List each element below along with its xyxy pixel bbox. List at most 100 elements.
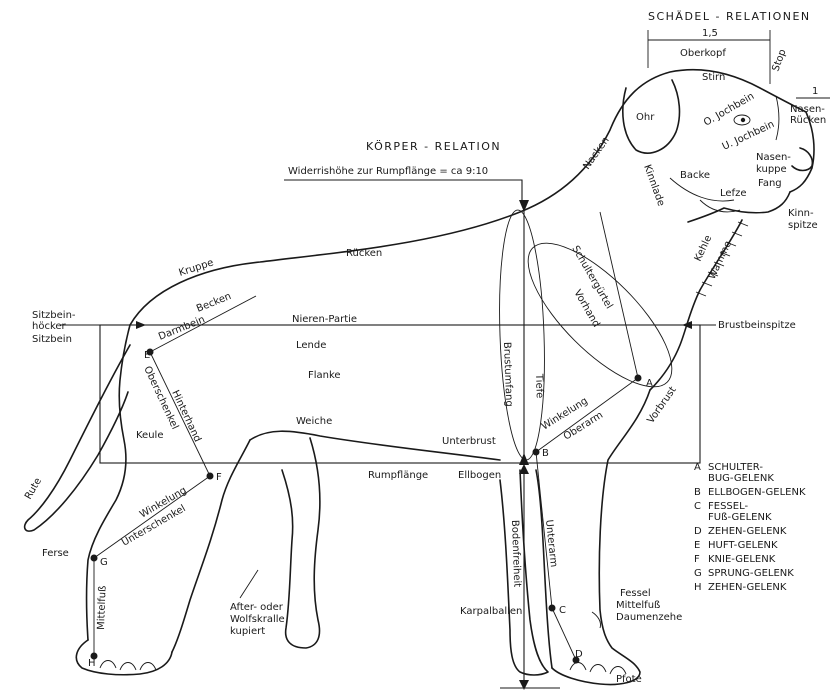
- label-fang: Fang: [758, 178, 782, 189]
- lower-thigh-line: [94, 476, 210, 558]
- withers-lead-line: [284, 180, 522, 204]
- label-line: Kinn-: [788, 208, 814, 219]
- label-brustumfang: Brustumfang: [501, 342, 514, 407]
- label-unterbrust: Unterbrust: [442, 436, 496, 447]
- legend-key: C: [694, 501, 701, 512]
- label-backe: Backe: [680, 170, 710, 181]
- label-pfote: Pfote: [616, 674, 642, 685]
- legend-key: F: [694, 554, 700, 565]
- legend-text: HUFT-GELENK: [708, 540, 778, 551]
- label-lefze: Lefze: [720, 188, 746, 199]
- label-mittelfuss-front: Mittelfuß: [616, 600, 660, 611]
- eye-pupil: [741, 118, 745, 122]
- point-g-label: G: [100, 557, 108, 568]
- label-sitzbein: Sitzbein: [32, 334, 72, 345]
- label-stirn: Stirn: [702, 72, 725, 83]
- label-flanke: Flanke: [308, 370, 341, 381]
- label-line: Rücken: [790, 115, 826, 126]
- skull-ratio-value: 1,5: [702, 28, 718, 39]
- legend-text: SCHULTER-: [708, 462, 763, 473]
- label-line: kuppe: [756, 164, 787, 175]
- withers-arrow-icon: [519, 200, 529, 212]
- legend-key: B: [694, 487, 701, 498]
- legend-text: KNIE-GELENK: [708, 554, 776, 565]
- joint-g-dot: [91, 555, 98, 562]
- label-keule: Keule: [136, 430, 163, 441]
- back-outline: [130, 70, 814, 325]
- label-nierenpartie: Nieren-Partie: [292, 314, 357, 325]
- label-line: Nasen-: [756, 152, 791, 163]
- ground-up-arrow-icon: [519, 464, 529, 474]
- legend-key: E: [694, 540, 700, 551]
- label-ferse: Ferse: [42, 548, 69, 559]
- label-nasenruecken: Nasen-Rücken: [790, 104, 826, 126]
- label-oberkopf: Oberkopf: [680, 48, 726, 59]
- muzzle-ratio-value: 1: [812, 86, 818, 97]
- legend-text: ELLBOGEN-GELENK: [708, 487, 806, 498]
- joint-b-dot: [533, 449, 540, 456]
- dew-claw: [592, 612, 601, 628]
- label-line: höcker: [32, 321, 67, 332]
- joint-f-dot: [207, 473, 214, 480]
- label-line: kupiert: [230, 626, 265, 637]
- forehead-line: [776, 96, 779, 140]
- label-karpalballen: Karpalballen: [460, 606, 522, 617]
- legend-text: FUß-GELENK: [708, 512, 772, 523]
- elbow-arrow-icon: [519, 453, 529, 465]
- label-weiche: Weiche: [296, 416, 332, 427]
- label-mittelfuss: Mittelfuß: [96, 585, 109, 630]
- point-d-label: D: [575, 649, 583, 660]
- label-kinnspitze: Kinn-spitze: [788, 208, 818, 231]
- body-subtitle: Widerrishöhe zur Rumpflänge = ca 9:10: [288, 166, 488, 177]
- label-rute: Rute: [23, 476, 44, 501]
- label-lende: Lende: [296, 340, 326, 351]
- label-nasenkuppe: Nasen-kuppe: [756, 152, 791, 175]
- legend-text: SPRUNG-GELENK: [708, 568, 794, 579]
- label-line: Sitzbein-: [32, 310, 76, 321]
- hind-leg-2-outline: [282, 438, 320, 648]
- hind-paw-toes: [100, 661, 156, 671]
- body-title: KÖRPER - RELATION: [366, 140, 501, 153]
- label-kinnlade: Kinnlade: [641, 163, 666, 208]
- label-brustbeinspitze: Brustbeinspitze: [718, 320, 796, 331]
- sitzbein-arrow-icon: [136, 321, 146, 329]
- label-daumenzehe: Daumenzehe: [616, 612, 682, 623]
- body-frame: [100, 325, 700, 463]
- point-h-label: H: [88, 658, 96, 669]
- joint-c-dot: [549, 605, 556, 612]
- legend-key: D: [694, 526, 702, 537]
- ground-down-arrow-icon: [519, 680, 529, 690]
- point-c-label: C: [559, 605, 566, 616]
- label-line: spitze: [788, 220, 818, 231]
- legend-text: ZEHEN-GELENK: [708, 582, 787, 593]
- label-line: After- oder: [230, 602, 284, 613]
- legend-text: ZEHEN-GELENK: [708, 526, 787, 537]
- legend-key: A: [694, 462, 701, 473]
- point-f-label: F: [216, 472, 222, 483]
- legend-text: FESSEL-: [708, 501, 748, 512]
- joint-a-dot: [635, 375, 642, 382]
- front-leg-back-outline: [536, 470, 552, 668]
- label-ellbogen: Ellbogen: [458, 470, 501, 481]
- legend-key: G: [694, 568, 702, 579]
- label-sitzbeinhoecker: Sitzbein-höcker: [32, 310, 76, 332]
- legend-key: H: [694, 582, 702, 593]
- front-paw-toes: [570, 663, 626, 675]
- label-tiefe: Tiefe: [533, 373, 545, 399]
- label-ohr: Ohr: [636, 112, 655, 123]
- point-a-label: A: [646, 378, 653, 389]
- label-stop: Stop: [770, 48, 788, 73]
- label-u-jochbein: U. Jochbein: [721, 119, 777, 153]
- label-rumpflaenge: Rumpflänge: [368, 470, 428, 481]
- point-e-label: E: [144, 350, 150, 361]
- label-ruecken: Rücken: [346, 248, 382, 259]
- afterkralle-pointer: [240, 570, 258, 598]
- legend-text: BUG-GELENK: [708, 473, 774, 484]
- label-kehle: Kehle: [693, 234, 715, 264]
- label-line: Wolfskralle: [230, 614, 285, 625]
- label-fessel: Fessel: [620, 588, 651, 599]
- label-nacken: Nacken: [581, 135, 611, 172]
